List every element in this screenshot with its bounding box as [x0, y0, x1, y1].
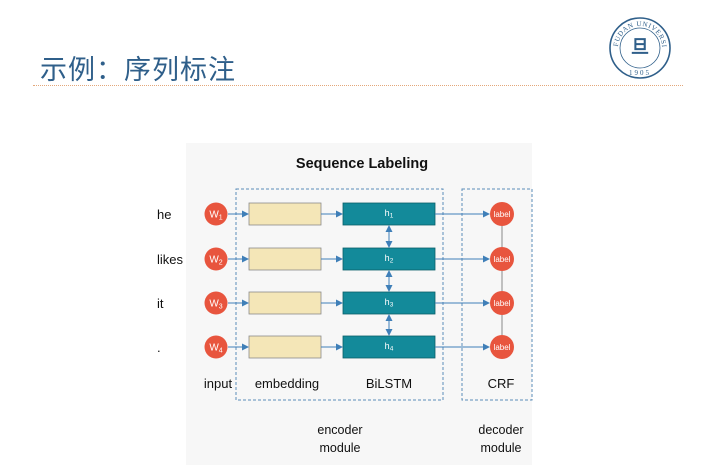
- decoder-label-line2: module: [481, 441, 522, 455]
- embedding-box-3: [248, 291, 322, 315]
- token-2: likes: [157, 252, 184, 267]
- input-node-3: [204, 291, 228, 315]
- column-label-crf: CRF: [488, 376, 515, 391]
- column-label-bilstm: BiLSTM: [366, 376, 412, 391]
- token-1: he: [157, 207, 171, 222]
- encoder-module-box: [235, 188, 444, 401]
- output-node-label-2: label: [494, 255, 511, 264]
- output-node-3: [490, 291, 514, 315]
- encoder-label-line1: encoder: [317, 423, 362, 437]
- lstm-label-1: h1: [385, 208, 394, 220]
- output-node-label-3: label: [494, 299, 511, 308]
- diagram-title: Sequence Labeling: [296, 156, 428, 172]
- encoder-label-line2: module: [320, 441, 361, 455]
- input-node-4: [204, 335, 228, 359]
- decoder-module-box: [461, 188, 533, 401]
- lstm-label-4: h4: [385, 341, 394, 353]
- output-node-label-4: label: [494, 343, 511, 352]
- token-4: .: [157, 340, 161, 355]
- decoder-label-line1: decoder: [478, 423, 523, 437]
- university-seal-logo: FUDAN UNIVERSITY 旦 1905: [608, 16, 671, 79]
- embedding-box-2: [248, 247, 322, 271]
- svg-text:旦: 旦: [631, 37, 649, 58]
- title-divider: [33, 85, 683, 86]
- embedding-box-1: [248, 202, 322, 226]
- output-node-label-1: label: [494, 210, 511, 219]
- lstm-label-2: h2: [385, 253, 394, 265]
- input-node-2: [204, 247, 228, 271]
- svg-text:1905: 1905: [629, 69, 651, 77]
- slide-title: 示例：序列标注: [40, 55, 236, 86]
- column-label-embedding: embedding: [255, 376, 319, 391]
- output-node-4: [490, 335, 514, 359]
- output-node-1: [490, 202, 514, 226]
- embedding-box-4: [248, 335, 322, 359]
- column-label-input: input: [204, 376, 233, 391]
- output-node-2: [490, 247, 514, 271]
- token-3: it: [157, 296, 164, 311]
- lstm-label-3: h3: [385, 297, 394, 309]
- input-node-1: [204, 202, 228, 226]
